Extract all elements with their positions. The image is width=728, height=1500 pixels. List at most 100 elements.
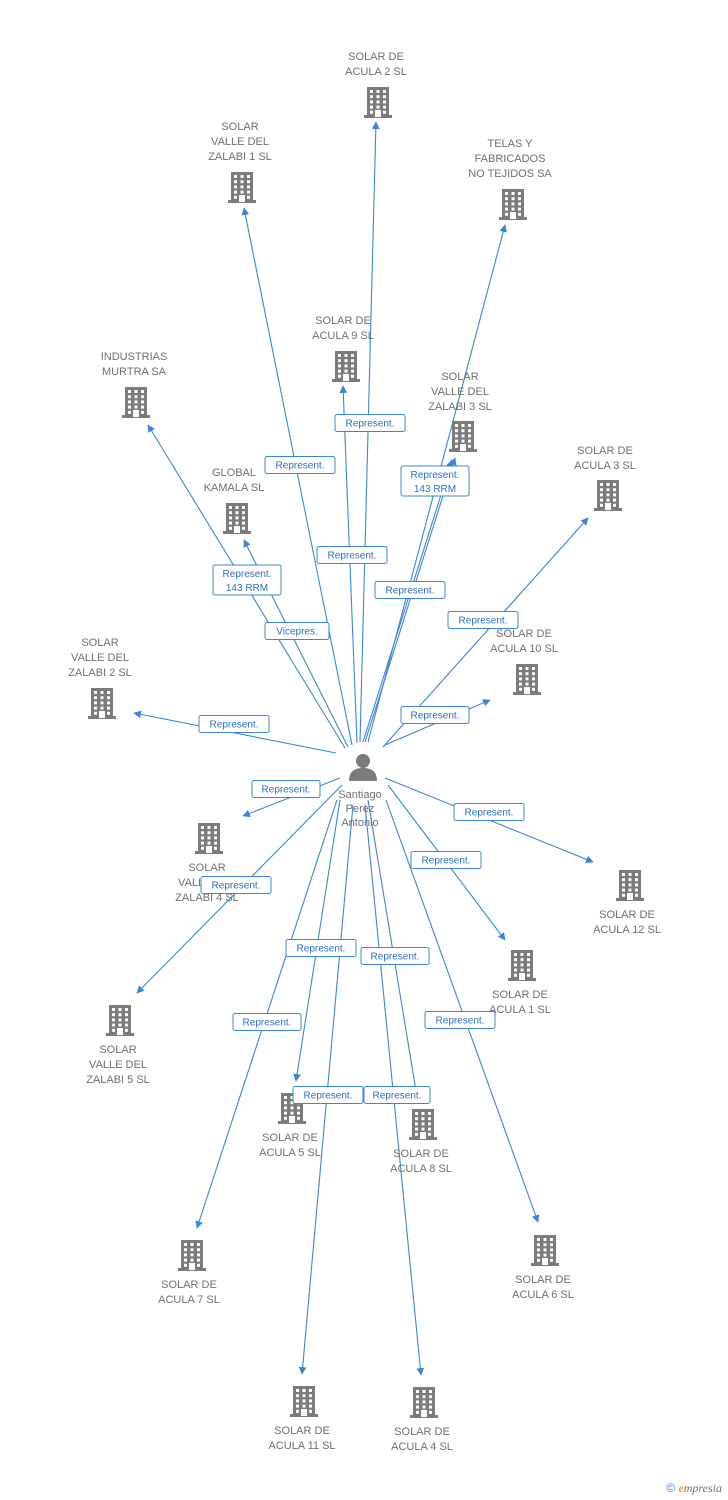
building-icon [409,1109,437,1140]
edge-label-solar-acula-4[interactable]: Represent. [363,1086,431,1104]
building-icon [332,351,360,382]
company-label-line: SOLAR DE [274,1425,330,1437]
edge-label-solar-valle-zalabi-4[interactable]: Represent. [251,780,321,798]
edge-line-solar-valle-zalabi-1 [241,207,353,746]
edge-label-solar-acula-1[interactable]: Represent. [410,851,482,869]
company-label-line: ACULA 12 SL [593,924,661,936]
edge-label-text: Represent. [371,952,420,963]
edge-label-box [285,939,357,957]
edge-label-solar-acula-9[interactable]: Represent. [316,546,388,564]
edge-label-solar-acula-5[interactable]: Represent. [285,939,357,957]
edge-label-solar-acula-10[interactable]: Represent. [400,706,470,724]
company-label-line: ACULA 8 SL [390,1163,452,1175]
edge-label-solar-acula-8[interactable]: Represent. [360,947,430,965]
edge-label-solar-acula-11[interactable]: Represent. [292,1086,364,1104]
company-label-line: SOLAR DE [515,1274,571,1286]
edge-label-global-kamala[interactable]: Vicepres. [264,622,330,640]
building-icon [88,688,116,719]
building-icon [508,950,536,981]
edge-label-solar-valle-zalabi-3[interactable]: Represent.143 RRM [400,465,470,497]
edge-label-box [232,1013,302,1031]
company-label-line: VALLE DEL [431,386,489,398]
edge-line-solar-valle-zalabi-3 [362,459,454,743]
edge-label-box [251,780,321,798]
footer-brand[interactable]: © empresia [666,1481,722,1496]
edge-label-solar-acula-6[interactable]: Represent. [424,1011,496,1029]
company-label-line: KAMALA SL [204,482,265,494]
person-name-line-2: Perez [346,803,375,815]
edge-label-text: Represent. [223,569,272,580]
company-label-line: SOLAR DE [577,445,633,457]
edge-line-solar-valle-zalabi-3 [364,457,457,743]
company-node-solar-acula-10[interactable]: SOLAR DE ACULA 10 SL [490,628,558,695]
building-icon [228,172,256,203]
building-icon [223,503,251,534]
edge-label-text: Represent. [465,808,514,819]
person-node[interactable]: Santiago Perez Antonio [338,754,382,829]
edge-label-solar-acula-3[interactable]: Represent. [447,611,519,629]
edge-label-box [424,1011,496,1029]
edge-label-text: Represent. [276,461,325,472]
edge-label-text: Represent. [328,551,377,562]
company-label-line: ZALABI 1 SL [208,151,272,163]
edge-label-solar-acula-12[interactable]: Represent. [453,803,525,821]
edge-label-box [447,611,519,629]
edge-label-box [374,581,446,599]
edge-label-text: Represent. [411,711,460,722]
edge-label-solar-valle-zalabi-2[interactable]: Represent. [198,715,270,733]
edge-label-box [264,456,336,474]
company-label-line: SOLAR DE [394,1426,450,1438]
company-label-line: ZALABI 5 SL [86,1074,150,1086]
company-label-line: SOLAR DE [393,1148,449,1160]
company-label-line: SOLAR DE [315,315,371,327]
company-label-line: VALLE DEL [211,136,269,148]
company-label-line: ACULA 1 SL [489,1004,551,1016]
company-label-line: ACULA 10 SL [490,643,558,655]
edge-label-text: Represent. [304,1091,353,1102]
company-node-solar-acula-8[interactable]: SOLAR DE ACULA 8 SL [390,1109,452,1175]
edge-label-solar-valle-zalabi-5[interactable]: Represent. [200,876,272,894]
company-label-line: ZALABI 4 SL [175,892,239,904]
edge-label-text: Represent. [346,419,395,430]
building-icon [410,1387,438,1418]
company-label-line: ACULA 7 SL [158,1294,220,1306]
edge-labels-layer: Represent.Represent.Represent.Represent.… [198,414,525,1104]
edge-label-telas-fabricados[interactable]: Represent. [374,581,446,599]
edge-label-text: Vicepres. [276,627,318,638]
person-name-line-1: Santiago [338,789,381,801]
edge-label-box [363,1086,431,1104]
edge-label-solar-acula-2[interactable]: Represent. [334,414,406,432]
edge-label-solar-acula-7[interactable]: Represent. [232,1013,302,1031]
edge-label-text: Represent. [212,881,261,892]
building-icon [449,421,477,452]
edge-label-box [198,715,270,733]
edge-label-solar-valle-zalabi-1[interactable]: Represent. [264,456,336,474]
edge-label-text: Represent. [297,944,346,955]
company-label-line: ACULA 6 SL [512,1289,574,1301]
company-node-solar-acula-6[interactable]: SOLAR DE ACULA 6 SL [512,1235,574,1301]
edge-label-box [453,803,525,821]
company-label-line: SOLAR DE [348,51,404,63]
edge-label-industrias-murtra[interactable]: Represent.143 RRM [212,564,282,596]
company-label-line: INDUSTRIAS [101,351,168,363]
company-label-line: SOLAR DE [496,628,552,640]
company-label-line: VALLE DEL [71,652,129,664]
building-icon [513,664,541,695]
